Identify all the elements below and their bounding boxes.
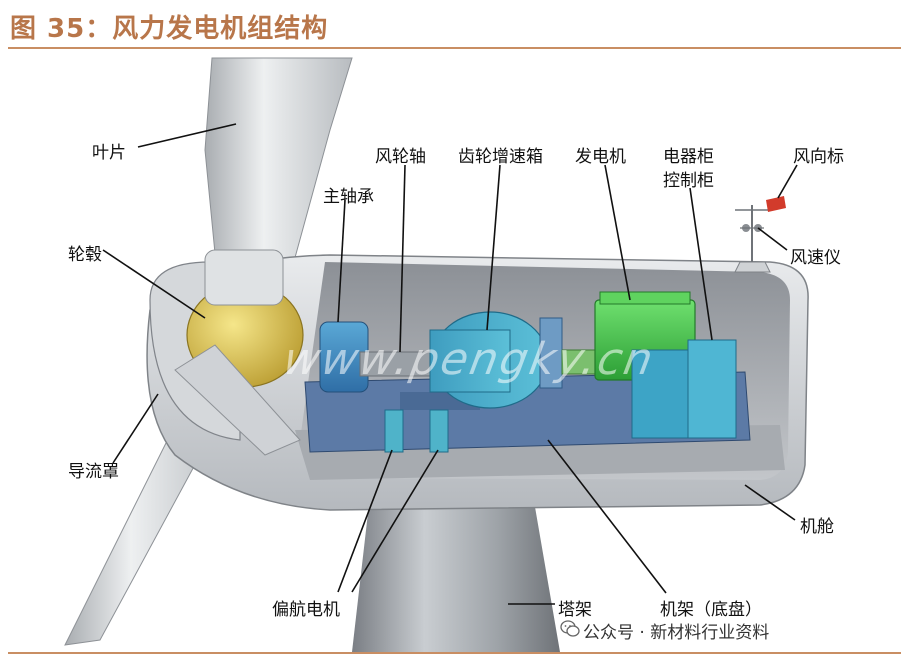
yaw-motor-shape-2	[429, 409, 449, 453]
label-frame: 机架（底盘）	[660, 600, 762, 620]
label-rotor-shaft: 风轮轴	[375, 147, 426, 167]
footer-source: 公众号 · 新材料行业资料	[583, 623, 770, 643]
label-electrical-cabinet: 电器柜	[663, 147, 714, 167]
label-yaw-motor: 偏航电机	[272, 600, 340, 620]
label-nacelle: 机舱	[800, 517, 834, 537]
title-divider	[8, 47, 901, 49]
wind-vane-shape	[766, 196, 786, 212]
bottom-divider	[8, 652, 901, 654]
label-spinner: 导流罩	[68, 462, 119, 482]
figure-title: 图 35：风力发电机组结构	[10, 14, 329, 44]
label-generator: 发电机	[575, 147, 626, 167]
label-gearbox: 齿轮增速箱	[458, 147, 543, 167]
label-control-cabinet: 控制柜	[663, 171, 714, 191]
label-anemometer: 风速仪	[790, 248, 841, 268]
control-cabinet-shape	[687, 339, 737, 439]
yaw-motor-shape-1	[384, 409, 404, 453]
watermark: www.pengky.cn	[279, 334, 659, 385]
label-main-bearing: 主轴承	[323, 187, 374, 207]
leader-lines	[102, 123, 798, 605]
label-tower: 塔架	[558, 600, 592, 620]
label-hub: 轮毂	[68, 245, 102, 265]
wechat-icon	[560, 620, 580, 637]
tower-shape	[352, 478, 560, 652]
label-blade: 叶片	[92, 143, 126, 163]
label-wind-vane: 风向标	[793, 147, 844, 167]
